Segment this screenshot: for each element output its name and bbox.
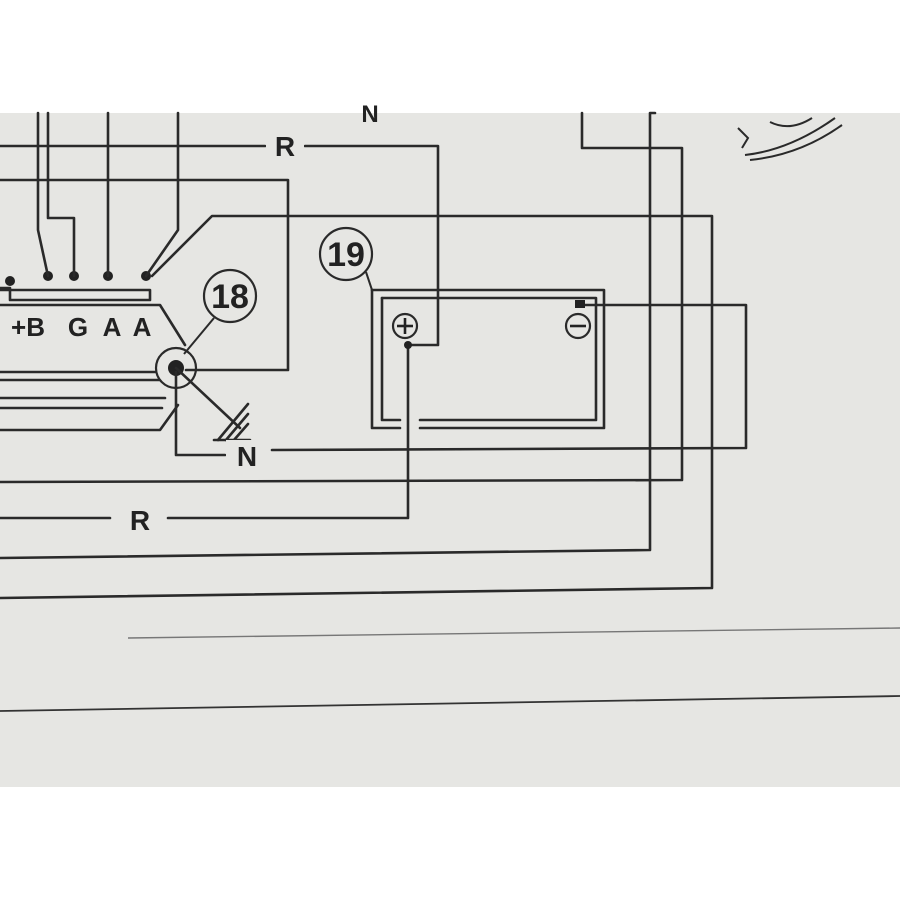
page-rules bbox=[0, 627, 900, 712]
callout-18-label: 18 bbox=[211, 278, 249, 316]
callout-19: 19 bbox=[318, 226, 374, 282]
partial-component-top-right bbox=[737, 117, 843, 161]
battery-positive-terminal bbox=[391, 312, 419, 349]
terminal-label-a2: A bbox=[133, 312, 152, 342]
terminal-labels: +B G A A bbox=[11, 312, 152, 342]
callout-19-label: 19 bbox=[327, 236, 365, 274]
wire-label-bottom-red: R bbox=[130, 505, 150, 536]
wire-label-top-red: R bbox=[275, 131, 295, 162]
wire-loop-right bbox=[0, 111, 714, 600]
battery-box bbox=[365, 271, 606, 430]
battery-negative-terminal bbox=[564, 312, 592, 340]
terminal-pins bbox=[5, 271, 151, 286]
top-harness-wires bbox=[0, 111, 290, 372]
wire-labels: R R N N bbox=[112, 101, 379, 536]
regulator-rectifier-body bbox=[0, 286, 198, 432]
terminal-label-plus-b: +B bbox=[11, 312, 45, 342]
red-wire-bottom bbox=[0, 343, 410, 520]
wire-label-top-black: N bbox=[361, 101, 378, 128]
callout-18: 18 bbox=[183, 268, 258, 355]
terminal-label-g: G bbox=[68, 312, 88, 342]
wire-label-ground-black: N bbox=[237, 441, 257, 472]
red-wire-top bbox=[0, 144, 440, 347]
terminal-label-a1: A bbox=[103, 312, 122, 342]
ground-wire bbox=[174, 366, 252, 457]
battery-negative-wire bbox=[270, 300, 748, 452]
